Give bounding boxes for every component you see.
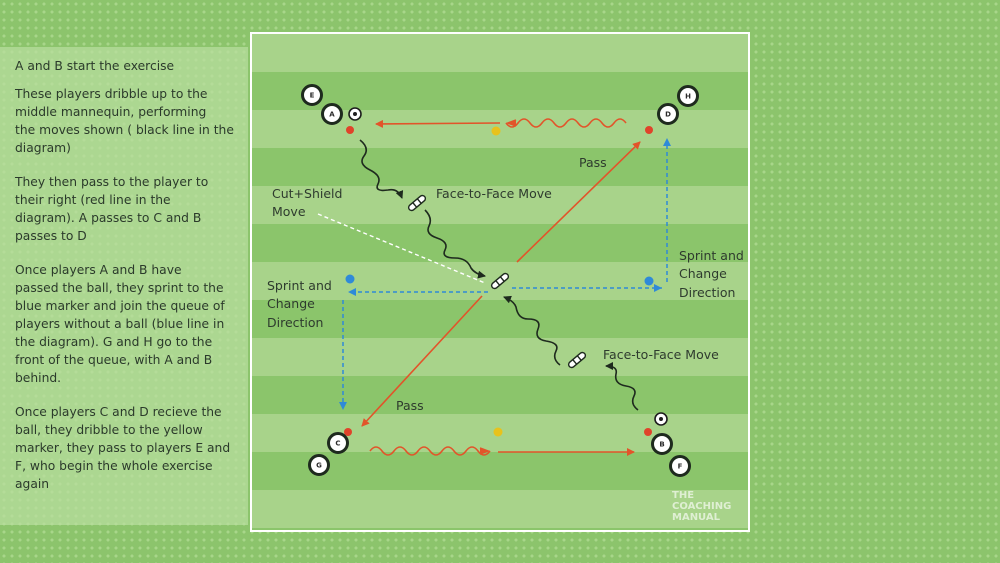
cut-shield-line bbox=[317, 213, 486, 284]
player-a: A bbox=[321, 103, 343, 125]
sprint-arrow-right-up bbox=[663, 138, 671, 146]
svg-text:THE: THE bbox=[672, 490, 694, 501]
dribble-line-top bbox=[375, 119, 501, 128]
pass-label-bottom: Pass bbox=[396, 398, 424, 413]
yellow-cone-bottom bbox=[493, 427, 503, 437]
face-to-face-label-bottom: Face-to-Face Move bbox=[603, 347, 719, 362]
ball-icon-b bbox=[654, 412, 668, 426]
mannequin-top bbox=[407, 194, 427, 212]
player-g: G bbox=[308, 454, 330, 476]
svg-text:H: H bbox=[685, 93, 691, 101]
svg-text:F: F bbox=[678, 463, 683, 471]
red-cone-b bbox=[644, 428, 652, 436]
blue-cone-right bbox=[644, 276, 654, 286]
dribble-wave-bottom bbox=[369, 446, 491, 456]
dribble-arrow-top bbox=[505, 119, 517, 127]
player-e: E bbox=[301, 84, 323, 106]
red-cone-a bbox=[346, 126, 354, 134]
svg-text:A: A bbox=[329, 111, 335, 119]
svg-text:C: C bbox=[335, 440, 340, 448]
mannequin-middle bbox=[490, 272, 510, 290]
instruction-3: They then pass to the player to their ri… bbox=[15, 175, 209, 243]
move-path-b-1 bbox=[605, 362, 639, 411]
instructions-panel: A and B start the exercise These players… bbox=[0, 47, 248, 525]
pass-line-a-to-c bbox=[516, 141, 641, 263]
sprint-arrow-left bbox=[348, 288, 356, 296]
sprint-right-label-line-1: Sprint and bbox=[679, 248, 744, 263]
mannequin-bottom bbox=[567, 351, 587, 369]
yellow-cone-top bbox=[491, 126, 501, 136]
sprint-left-label-line-1: Sprint and bbox=[267, 278, 332, 293]
instruction-1: A and B start the exercise bbox=[15, 59, 175, 73]
pass-label-top: Pass bbox=[579, 155, 607, 170]
player-d: D bbox=[657, 103, 679, 125]
player-c: C bbox=[327, 432, 349, 454]
dribble-wave-top bbox=[505, 118, 627, 128]
move-path-a-1 bbox=[359, 139, 404, 199]
svg-text:B: B bbox=[659, 441, 664, 449]
svg-text:MANUAL: MANUAL bbox=[672, 512, 721, 523]
sprint-arrow-left-down bbox=[339, 402, 347, 410]
instruction-4: Once players A and B have passed the bal… bbox=[15, 263, 225, 385]
svg-text:COACHING: COACHING bbox=[672, 501, 731, 512]
cut-shield-label-line-1: Cut+Shield bbox=[272, 186, 342, 201]
coaching-manual-logo: THE COACHING MANUAL bbox=[672, 490, 731, 523]
player-b: B bbox=[651, 433, 673, 455]
move-path-b-2 bbox=[503, 295, 561, 366]
instruction-5: Once players C and D recieve the ball, t… bbox=[15, 405, 231, 491]
pass-line-a-to-c-lower bbox=[361, 295, 483, 427]
dribble-arrow-bottom bbox=[479, 447, 491, 455]
red-cone-c bbox=[344, 428, 352, 436]
instruction-2: These players dribble up to the middle m… bbox=[15, 87, 234, 155]
svg-text:E: E bbox=[310, 92, 315, 100]
player-f: F bbox=[669, 455, 691, 477]
blue-cone-left bbox=[345, 274, 355, 284]
svg-text:D: D bbox=[665, 111, 671, 119]
sprint-right-label-line-2: Change bbox=[679, 266, 727, 281]
sprint-right-label-line-3: Direction bbox=[679, 285, 735, 300]
move-path-a-2 bbox=[424, 209, 486, 279]
sprint-lines bbox=[342, 140, 668, 406]
move-paths bbox=[359, 139, 639, 411]
sprint-left-label-line-2: Change bbox=[267, 296, 315, 311]
pass-lines bbox=[361, 118, 641, 456]
sprint-arrow-right bbox=[654, 284, 662, 292]
red-cone-d bbox=[645, 126, 653, 134]
face-to-face-label-top: Face-to-Face Move bbox=[436, 186, 552, 201]
sprint-left-label-line-3: Direction bbox=[267, 315, 323, 330]
player-h: H bbox=[677, 85, 699, 107]
ball-icon-a bbox=[348, 107, 362, 121]
cut-shield-label-line-2: Move bbox=[272, 204, 306, 219]
cones bbox=[344, 126, 654, 437]
svg-text:G: G bbox=[316, 462, 322, 470]
